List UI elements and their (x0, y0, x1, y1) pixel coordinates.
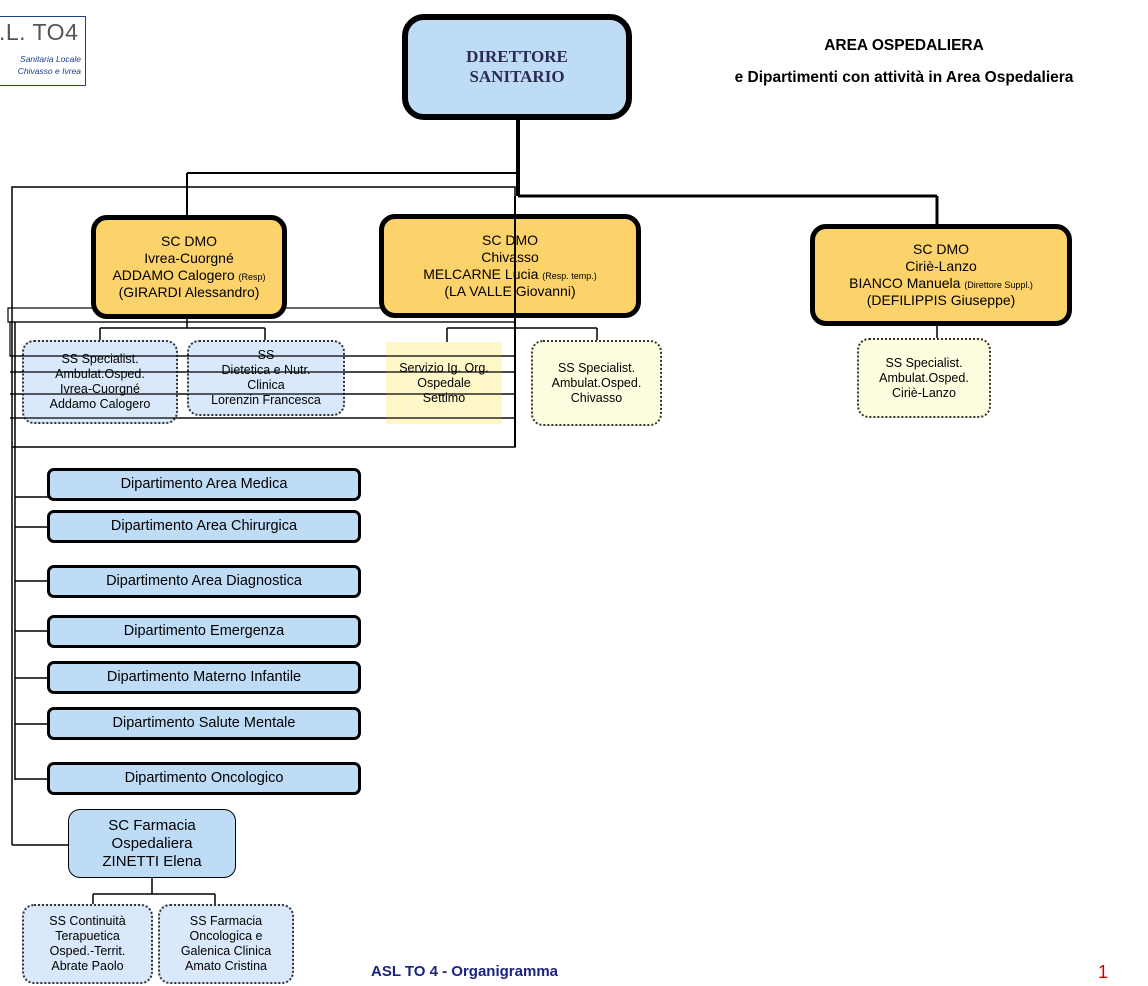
page-number: 1 (1098, 962, 1109, 982)
dmo-ivrea-l4: (GIRARDI Alessandro) (118, 283, 260, 300)
dmo-chivasso-name: MELCARNE Lucia (423, 266, 539, 282)
dmo-cirie-l2: Ciriè-Lanzo (905, 258, 977, 275)
ss-continuita-box[interactable]: SS Continuità Terapuetica Osped.-Territ.… (22, 904, 153, 984)
director-box[interactable]: DIRETTORE SANITARIO (402, 14, 632, 120)
dmo-chivasso-note: (Resp. temp.) (542, 271, 597, 281)
ss-dietetica-l3: Clinica (247, 378, 285, 392)
logo-line2: Chivasso e Ivrea (17, 66, 81, 76)
dmo-chivasso-l2: Chivasso (481, 249, 539, 266)
ss-farmacia-onc-l4: Amato Cristina (185, 959, 267, 973)
dmo-cirie-l3: BIANCO Manuela (Direttore Suppl.) (849, 275, 1033, 292)
footer-title: ASL TO 4 - Organigramma (371, 963, 558, 980)
dept-emergenza[interactable]: Dipartimento Emergenza (47, 615, 361, 648)
dmo-chivasso-l3: MELCARNE Lucia (Resp. temp.) (423, 266, 597, 283)
dept-oncologico-label: Dipartimento Oncologico (124, 769, 284, 786)
ss-continuita-l4: Abrate Paolo (51, 959, 124, 973)
servizio-ig-box[interactable]: Servizio Ig. Org. Ospedale Settimo (386, 342, 502, 424)
farmacia-l2: Ospedaliera (111, 834, 193, 852)
ss-ivrea-l1: SS Specialist. (61, 352, 139, 366)
ss-ivrea-box[interactable]: SS Specialist. Ambulat.Osped. Ivrea-Cuor… (22, 340, 178, 424)
farmacia-l3: ZINETTI Elena (102, 852, 202, 870)
ss-farmacia-onc-l2: Oncologica e (189, 929, 263, 943)
page-heading: AREA OSPEDALIERA e Dipartimenti con atti… (660, 37, 1148, 87)
dmo-ivrea-note: (Resp) (238, 272, 266, 282)
director-line2: SANITARIO (469, 67, 565, 86)
ss-chivasso-l2: Ambulat.Osped. (551, 375, 642, 390)
dmo-ivrea-name: ADDAMO Calogero (112, 267, 235, 283)
ss-farmacia-onc-l3: Galenica Clinica (180, 944, 272, 958)
dept-emergenza-label: Dipartimento Emergenza (123, 622, 285, 639)
logo: .L. TO4 Sanitaria Locale Chivasso e Ivre… (0, 16, 86, 86)
dept-area-chirurgica[interactable]: Dipartimento Area Chirurgica (47, 510, 361, 543)
servizio-ig-l1: Servizio Ig. Org. (399, 360, 489, 375)
dmo-cirie-l1: SC DMO (913, 241, 969, 258)
dept-oncologico[interactable]: Dipartimento Oncologico (47, 762, 361, 795)
ss-chivasso-l1: SS Specialist. (557, 360, 636, 375)
dept-materno-infantile-label: Dipartimento Materno Infantile (106, 668, 302, 685)
ss-continuita-l1: SS Continuità (49, 914, 126, 928)
dept-area-diagnostica-label: Dipartimento Area Diagnostica (106, 572, 302, 589)
servizio-ig-l2: Ospedale (417, 375, 471, 390)
trunk-overlay (514, 218, 516, 314)
dmo-cirie-name: BIANCO Manuela (849, 275, 961, 291)
ss-cirie-l1: SS Specialist. (885, 355, 963, 370)
dmo-cirie-box[interactable]: SC DMO Ciriè-Lanzo BIANCO Manuela (Diret… (810, 224, 1072, 326)
servizio-ig-l3: Settimo (422, 390, 466, 405)
heading-line1: AREA OSPEDALIERA (824, 37, 984, 54)
dmo-ivrea-box[interactable]: SC DMO Ivrea-Cuorgné ADDAMO Calogero (Re… (91, 215, 287, 319)
director-line1: DIRETTORE (466, 46, 568, 66)
heading-line2: e Dipartimenti con attività in Area Ospe… (734, 69, 1074, 86)
logo-title: .L. TO4 (0, 19, 79, 45)
ss-chivasso-box[interactable]: SS Specialist. Ambulat.Osped. Chivasso (531, 340, 662, 426)
dmo-chivasso-l1: SC DMO (482, 232, 538, 249)
dept-materno-infantile[interactable]: Dipartimento Materno Infantile (47, 661, 361, 694)
ss-ivrea-l3: Ivrea-Cuorgné (60, 382, 140, 396)
ss-continuita-l3: Osped.-Territ. (49, 944, 126, 958)
dept-area-chirurgica-label: Dipartimento Area Chirurgica (110, 517, 298, 534)
farmacia-box[interactable]: SC Farmacia Ospedaliera ZINETTI Elena (68, 809, 236, 878)
dmo-cirie-note: (Direttore Suppl.) (964, 280, 1033, 290)
dept-area-medica[interactable]: Dipartimento Area Medica (47, 468, 361, 501)
ss-dietetica-l1: SS (257, 348, 275, 362)
dmo-ivrea-l2: Ivrea-Cuorgné (144, 250, 234, 267)
ss-cirie-l2: Ambulat.Osped. (879, 370, 969, 385)
ss-farmacia-onc-l1: SS Farmacia (189, 914, 263, 928)
ss-dietetica-l4: Lorenzin Francesca (211, 393, 321, 407)
dmo-chivasso-box[interactable]: SC DMO Chivasso MELCARNE Lucia (Resp. te… (379, 214, 641, 318)
logo-line1: Sanitaria Locale (20, 54, 81, 64)
ss-continuita-l2: Terapuetica (55, 929, 120, 943)
ss-ivrea-l4: Addamo Calogero (49, 397, 151, 411)
dept-area-diagnostica[interactable]: Dipartimento Area Diagnostica (47, 565, 361, 598)
dmo-ivrea-l3: ADDAMO Calogero (Resp) (112, 267, 265, 284)
ss-cirie-box[interactable]: SS Specialist. Ambulat.Osped. Ciriè-Lanz… (857, 338, 991, 418)
ss-ivrea-l2: Ambulat.Osped. (55, 367, 145, 381)
dept-area-medica-label: Dipartimento Area Medica (120, 475, 288, 492)
dmo-ivrea-l1: SC DMO (161, 233, 217, 250)
ss-dietetica-box[interactable]: SS Dietetica e Nutr. Clinica Lorenzin Fr… (187, 340, 345, 416)
dmo-chivasso-l4: (LA VALLE Giovanni) (444, 282, 576, 299)
dmo-cirie-l4: (DEFILIPPIS Giuseppe) (866, 291, 1016, 308)
ss-dietetica-l2: Dietetica e Nutr. (221, 363, 311, 377)
ss-chivasso-l3: Chivasso (570, 390, 623, 405)
dept-salute-mentale-label: Dipartimento Salute Mentale (112, 714, 296, 731)
farmacia-l1: SC Farmacia (108, 816, 196, 834)
dept-salute-mentale[interactable]: Dipartimento Salute Mentale (47, 707, 361, 740)
ss-farmacia-oncologica-box[interactable]: SS Farmacia Oncologica e Galenica Clinic… (158, 904, 294, 984)
ss-cirie-l3: Ciriè-Lanzo (892, 385, 956, 400)
